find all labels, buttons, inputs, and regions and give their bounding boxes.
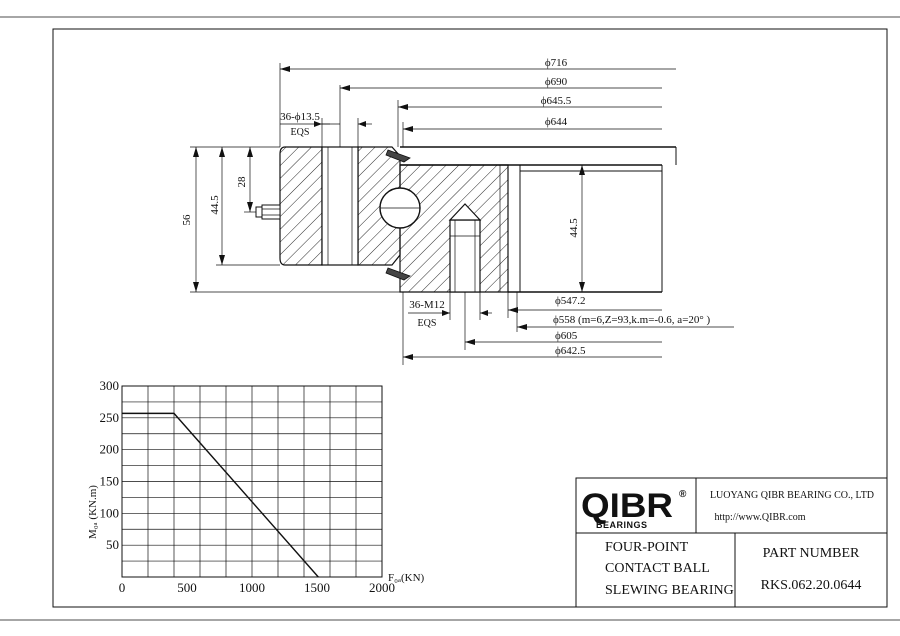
outer-ring-bolt-hole: [321, 146, 359, 266]
chart-x-label: F₀ₐ(KN): [388, 572, 425, 584]
inner-ring-threaded-hole: [449, 219, 481, 293]
chart-x-tick-label: 0: [119, 580, 126, 595]
load-chart: 50 100 150 200 250 300 0 500 1000 1500 2000 F₀ₐ(K…: [87, 378, 425, 595]
chart-x-tick-label: 1000: [239, 580, 265, 595]
logo-subtitle: BEARINGS: [596, 520, 648, 530]
company-name: LUOYANG QIBR BEARING CO., LTD: [710, 490, 874, 501]
dim-height-44-5-left: 44.5: [209, 195, 221, 215]
bearing-cross-section: [255, 146, 677, 293]
dim-height-28: 28: [236, 176, 248, 188]
drawing-frame: [52, 28, 888, 608]
chart-y-tick-label: 50: [106, 537, 119, 552]
dim-716: ϕ716: [545, 57, 568, 69]
chart-x-tick-label: 1500: [304, 580, 330, 595]
dim-605: ϕ605: [555, 330, 578, 342]
chart-y-tick-label: 150: [100, 474, 120, 489]
chart-y-tick-label: 250: [100, 410, 120, 425]
chart-y-tick-label: 200: [100, 442, 120, 457]
chart-y-label: M₀ₐ (KN.m): [87, 485, 99, 539]
dim-height-56: 56: [181, 214, 193, 226]
dim-642-5: ϕ642.5: [555, 345, 586, 357]
bottom-seal: [385, 267, 411, 281]
company-logo: QIBR: [581, 487, 673, 525]
chart-grid: [122, 386, 382, 577]
chart-y-tick-label: 300: [100, 378, 120, 393]
chart-y-ticks: 50 100 150 200 250 300: [100, 378, 120, 552]
dim-644: ϕ644: [545, 116, 568, 128]
title-block: QIBR ® BEARINGS LUOYANG QIBR BEARING CO.…: [575, 477, 888, 608]
description-line-1: FOUR-POINT: [605, 540, 689, 555]
part-number-value: RKS.062.20.0644: [761, 578, 862, 593]
registered-mark: ®: [679, 489, 687, 500]
part-number-label: PART NUMBER: [763, 546, 860, 561]
dim-690: ϕ690: [545, 76, 568, 88]
dim-547-2: ϕ547.2: [555, 295, 586, 307]
description-line-2: CONTACT BALL: [605, 561, 710, 576]
chart-plot-area: [121, 385, 383, 578]
chart-x-ticks: 0 500 1000 1500 2000: [119, 580, 395, 595]
dimension-lines: ϕ716 ϕ690 ϕ645.5 ϕ644 36-ϕ13.5 EQS 56 44…: [181, 57, 734, 365]
chart-x-tick-label: 500: [177, 580, 197, 595]
company-website: http://www.QIBR.com: [714, 512, 805, 523]
dim-holes-outer: 36-ϕ13.5: [280, 111, 320, 123]
outer-ring-section: [279, 146, 323, 266]
dim-holes-inner: 36-M12: [409, 299, 444, 311]
grease-nipple-icon: [261, 204, 281, 220]
chart-series-line: [122, 412, 319, 578]
chart-y-tick-label: 100: [100, 505, 120, 520]
dim-645-5: ϕ645.5: [541, 95, 572, 107]
chart-x-tick-label: 2000: [369, 580, 395, 595]
dim-eqs-outer: EQS: [291, 127, 310, 138]
description-line-3: SLEWING BEARING: [605, 583, 734, 598]
dim-558-gear: ϕ558 (m=6,Z=93,k.m=-0.6, a=20° ): [553, 314, 711, 326]
top-seal: [385, 149, 411, 163]
dim-height-44-5-right: 44.5: [568, 218, 580, 238]
dim-eqs-inner: EQS: [418, 318, 437, 329]
